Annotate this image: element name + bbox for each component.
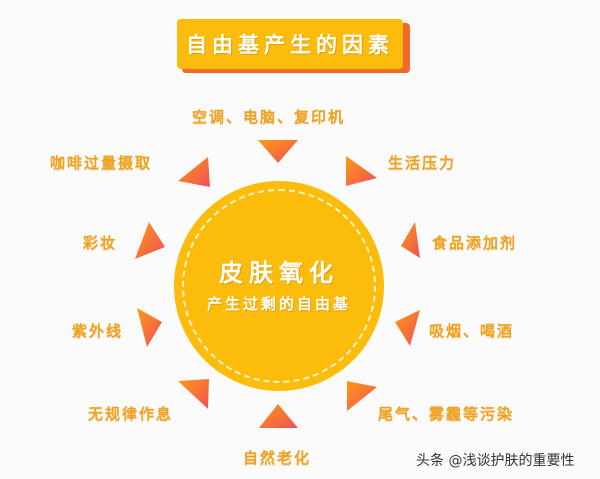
center-subtitle: 产生过剩的自由基 [206,295,351,313]
center-title: 皮肤氧化 [219,259,339,287]
diagram-title: 自由基产生的因素 [177,19,403,69]
factor-left-upper: 彩妆 [83,234,118,252]
factor-top: 空调、电脑、复印机 [192,108,346,126]
watermark: 头条 @浅谈护肤的重要性 [416,453,575,469]
factor-right-upper: 食品添加剂 [432,234,518,252]
factor-top-right: 生活压力 [388,154,457,172]
factor-top-left: 咖啡过量摄取 [50,154,153,172]
factor-left-lower: 紫外线 [72,322,124,340]
factor-right-lower: 吸烟、喝酒 [429,322,515,340]
factor-bottom-right: 尾气、雾霾等污染 [378,405,515,423]
factor-bottom-left: 无规律作息 [88,405,174,423]
factor-bottom: 自然老化 [243,449,312,467]
dashed-ring [182,189,376,383]
center-circle: 皮肤氧化 产生过剩的自由基 [174,181,384,391]
